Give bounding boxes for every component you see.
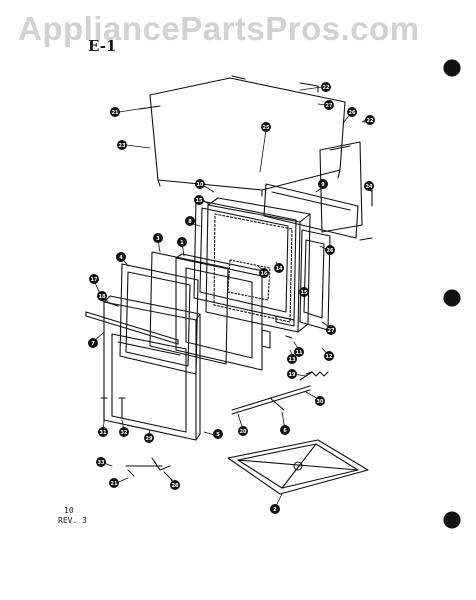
binder-hole-bottom [443, 511, 461, 529]
svg-text:5: 5 [216, 432, 220, 438]
revision-label: REV. 3 [58, 516, 87, 525]
svg-text:31: 31 [100, 430, 107, 436]
svg-text:10: 10 [197, 182, 204, 188]
svg-text:18: 18 [99, 294, 106, 300]
svg-text:23: 23 [119, 143, 126, 149]
callout-5: 5 [213, 429, 223, 439]
svg-text:2: 2 [273, 507, 277, 513]
svg-text:11: 11 [296, 350, 303, 356]
callout-15: 15 [194, 195, 204, 205]
callout-31: 31 [98, 427, 108, 437]
svg-text:26: 26 [327, 248, 334, 254]
svg-text:6: 6 [283, 428, 287, 434]
callout-26-b: 26 [325, 245, 335, 255]
callout-24: 24 [364, 181, 374, 191]
watermark-text: AppliancePartsPros.com [18, 10, 420, 47]
svg-text:22: 22 [367, 118, 374, 124]
svg-text:29: 29 [146, 436, 153, 442]
callout-6: 6 [280, 425, 290, 435]
svg-text:30: 30 [317, 399, 324, 405]
callout-22-b: 22 [365, 115, 375, 125]
callout-8: 8 [185, 216, 195, 226]
callout-19: 19 [287, 369, 297, 379]
callout-1: 1 [177, 237, 187, 247]
small-hardware [100, 397, 173, 481]
svg-text:26: 26 [349, 110, 356, 116]
svg-text:12: 12 [326, 354, 333, 360]
broil-rod [231, 371, 313, 415]
binder-hole-top [443, 59, 461, 77]
callout-33: 33 [96, 457, 106, 467]
callout-16: 16 [259, 268, 269, 278]
top-cover [149, 75, 346, 197]
svg-text:32: 32 [121, 430, 128, 436]
svg-text:33: 33 [98, 460, 105, 466]
svg-text:17: 17 [91, 277, 98, 283]
svg-text:1: 1 [180, 240, 184, 246]
callout-13: 13 [287, 354, 297, 364]
rear-panel [319, 141, 363, 233]
callout-28: 28 [170, 480, 180, 490]
svg-text:27: 27 [328, 328, 335, 334]
callout-23: 23 [117, 140, 127, 150]
svg-text:24: 24 [366, 184, 373, 190]
callout-27: 27 [324, 100, 334, 110]
callout-21-b: 21 [109, 478, 119, 488]
screws [139, 105, 373, 241]
callout-21: 21 [110, 107, 120, 117]
svg-text:4: 4 [119, 255, 123, 261]
svg-text:21: 21 [112, 110, 119, 116]
outer-door [103, 295, 201, 441]
svg-text:15: 15 [301, 290, 308, 296]
svg-text:14: 14 [276, 266, 283, 272]
callout-20: 20 [238, 426, 248, 436]
svg-text:20: 20 [240, 429, 247, 435]
svg-text:9: 9 [321, 182, 325, 188]
callouts: 22 21 23 25 27 26 22 24 10 15 9 26 8 16 … [88, 82, 375, 514]
svg-text:25: 25 [263, 125, 270, 131]
callout-17: 17 [89, 274, 99, 284]
svg-text:16: 16 [261, 271, 268, 277]
callout-30: 30 [315, 396, 325, 406]
callout-9: 9 [318, 179, 328, 189]
callout-2: 2 [270, 504, 280, 514]
callout-29: 29 [144, 433, 154, 443]
callout-22: 22 [321, 82, 331, 92]
callout-10: 10 [195, 179, 205, 189]
binder-hole-middle [443, 289, 461, 307]
hinge-bracket [261, 315, 295, 349]
callout-26: 26 [347, 107, 357, 117]
svg-text:21: 21 [111, 481, 118, 487]
callout-4: 4 [116, 252, 126, 262]
svg-text:27: 27 [326, 103, 333, 109]
callout-25: 25 [261, 122, 271, 132]
callout-14: 14 [274, 263, 284, 273]
page-number: 10 [64, 506, 74, 515]
svg-text:15: 15 [196, 198, 203, 204]
svg-text:13: 13 [289, 357, 296, 363]
spring [305, 371, 329, 377]
svg-text:19: 19 [289, 372, 296, 378]
door-glass-panel [149, 251, 229, 365]
svg-text:8: 8 [188, 219, 192, 225]
side-frame [299, 229, 331, 331]
svg-text:7: 7 [91, 341, 95, 347]
callout-27-b: 27 [326, 325, 336, 335]
callout-3: 3 [153, 233, 163, 243]
door-seal-frame [263, 183, 359, 239]
callout-12: 12 [324, 351, 334, 361]
svg-text:22: 22 [323, 85, 330, 91]
callout-18: 18 [97, 291, 107, 301]
callout-7: 7 [88, 338, 98, 348]
svg-text:3: 3 [156, 236, 160, 242]
svg-text:28: 28 [172, 483, 179, 489]
callout-32: 32 [119, 427, 129, 437]
callout-11: 11 [294, 347, 304, 357]
section-label: E-1 [88, 37, 117, 55]
broiler-pan [227, 439, 369, 495]
callout-15-b: 15 [299, 287, 309, 297]
